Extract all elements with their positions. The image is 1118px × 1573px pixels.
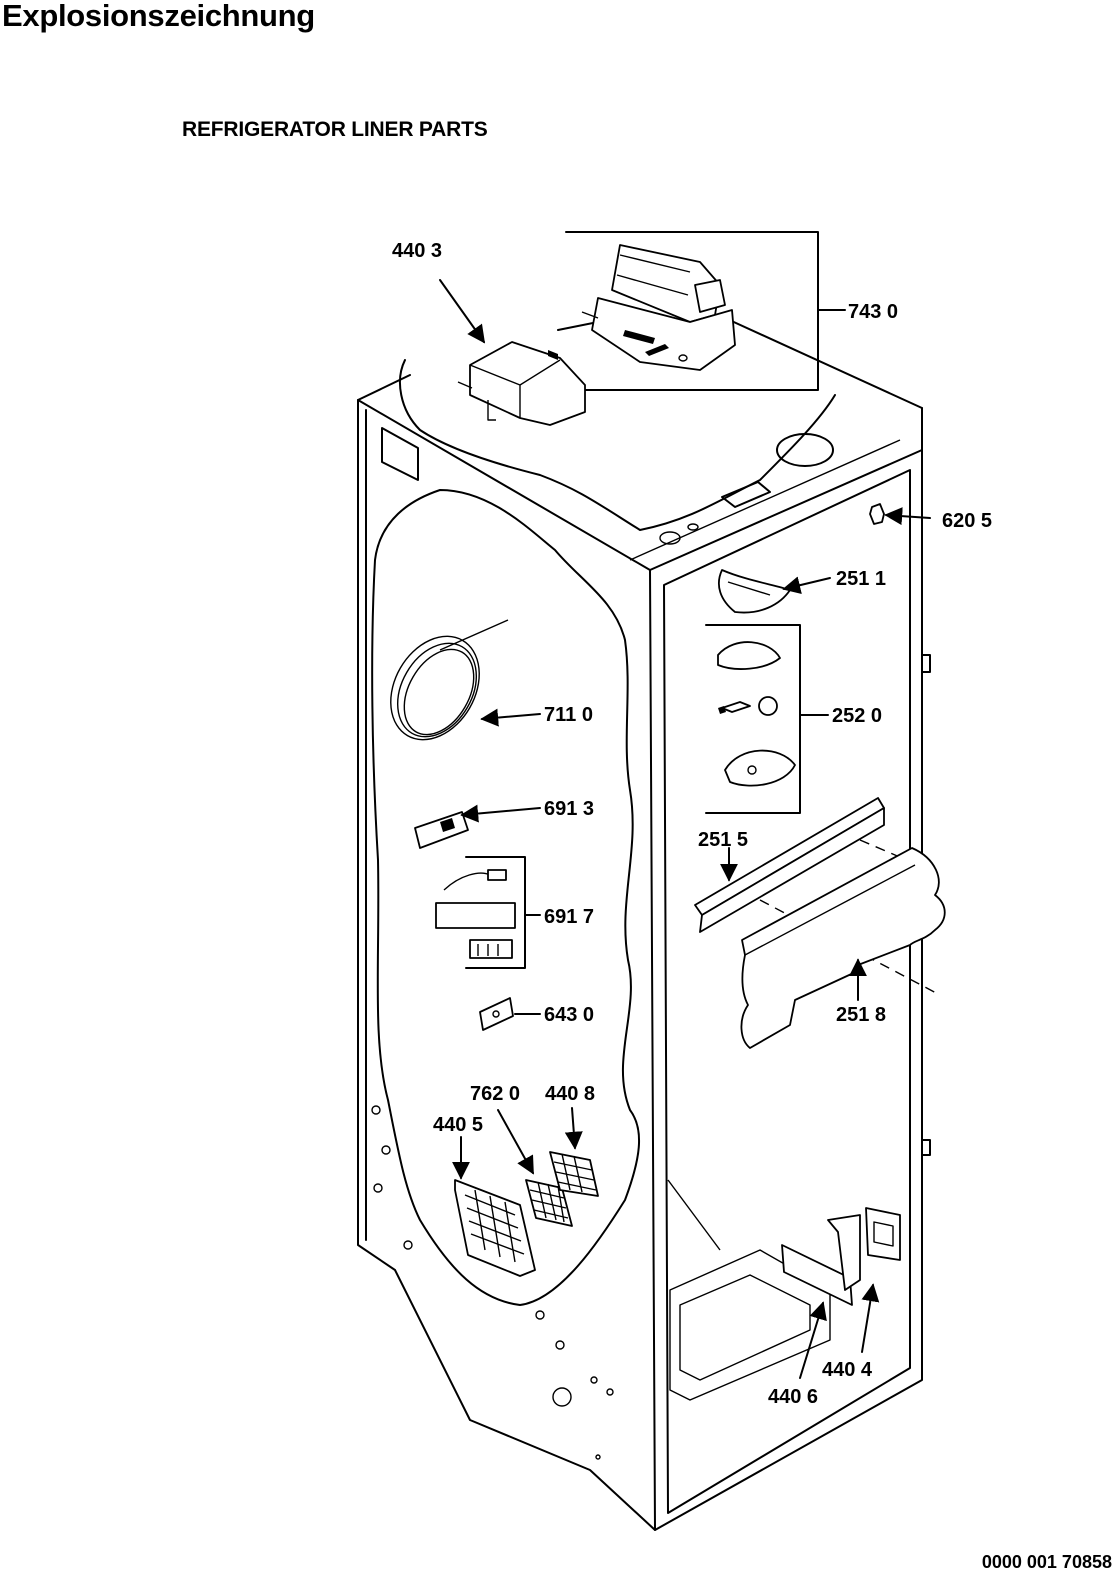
label-6917: 691 7 bbox=[544, 906, 594, 928]
evaporator-assembly-7430 bbox=[565, 231, 846, 391]
panel-2518 bbox=[740, 847, 946, 1049]
part-group-6917 bbox=[435, 856, 541, 969]
page-title: Explosionszeichnung bbox=[2, 0, 315, 33]
grid-part-4408 bbox=[549, 1107, 599, 1197]
heater-coil-7110 bbox=[390, 619, 541, 741]
label-7110: 711 0 bbox=[544, 704, 593, 726]
rail-2515 bbox=[694, 797, 941, 996]
label-2515: 251 5 bbox=[698, 829, 748, 851]
bracket-parts-4406-4404 bbox=[781, 1207, 901, 1379]
label-4408: 440 8 bbox=[545, 1083, 595, 1105]
clip-part-6205 bbox=[869, 503, 931, 526]
label-6430: 643 0 bbox=[544, 1004, 594, 1026]
document-number: 0000 001 70858 bbox=[981, 1552, 1112, 1572]
part-6430 bbox=[479, 997, 541, 1031]
label-6205: 620 5 bbox=[942, 510, 992, 532]
part-6913 bbox=[414, 804, 541, 849]
label-2511: 251 1 bbox=[836, 568, 886, 590]
grid-part-4405 bbox=[452, 1136, 536, 1277]
label-4404: 440 4 bbox=[822, 1359, 873, 1381]
housing-part-4403 bbox=[439, 279, 586, 426]
lamp-assembly-2520 bbox=[705, 624, 829, 814]
part-labels: 440 3 743 0 620 5 251 1 252 0 711 0 691 … bbox=[392, 240, 992, 1408]
label-7430: 743 0 bbox=[848, 301, 898, 323]
label-6913: 691 3 bbox=[544, 798, 594, 820]
section-title: REFRIGERATOR LINER PARTS bbox=[182, 118, 488, 141]
grid-part-7620 bbox=[497, 1109, 573, 1227]
label-7620: 762 0 bbox=[470, 1083, 520, 1105]
lamp-shade-2511 bbox=[718, 569, 831, 614]
label-4405: 440 5 bbox=[433, 1114, 483, 1136]
label-2520: 252 0 bbox=[832, 705, 882, 727]
label-2518: 251 8 bbox=[836, 1004, 886, 1026]
refrigerator-liner-cabinet bbox=[357, 311, 931, 1531]
label-4403: 440 3 bbox=[392, 240, 442, 262]
label-4406: 440 6 bbox=[768, 1386, 818, 1408]
